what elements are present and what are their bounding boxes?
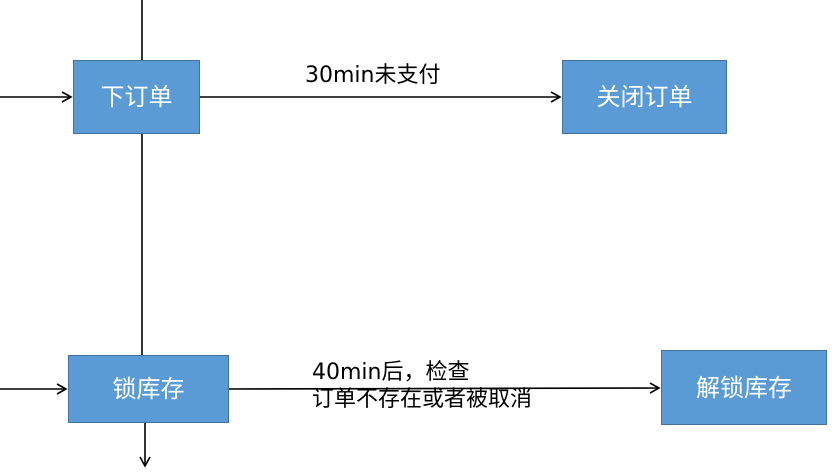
edge-label-stock-release-line-1: 40min后，检查 [312,360,470,385]
node-place-order: 下订单 [73,60,200,134]
edge-label-order-timeout: 30min未支付 [305,63,441,88]
edge-label-stock-release-line-2: 订单不存在或者被取消 [312,387,533,412]
node-close-order: 关闭订单 [562,60,727,134]
node-lock-stock: 锁库存 [68,355,229,423]
node-unlock-stock: 解锁库存 [661,350,827,425]
edge-label-stock-release: 40min后，检查 订单不存在或者被取消 [312,359,532,413]
arrow-lock-stock-to-unlock-stock [228,382,661,394]
